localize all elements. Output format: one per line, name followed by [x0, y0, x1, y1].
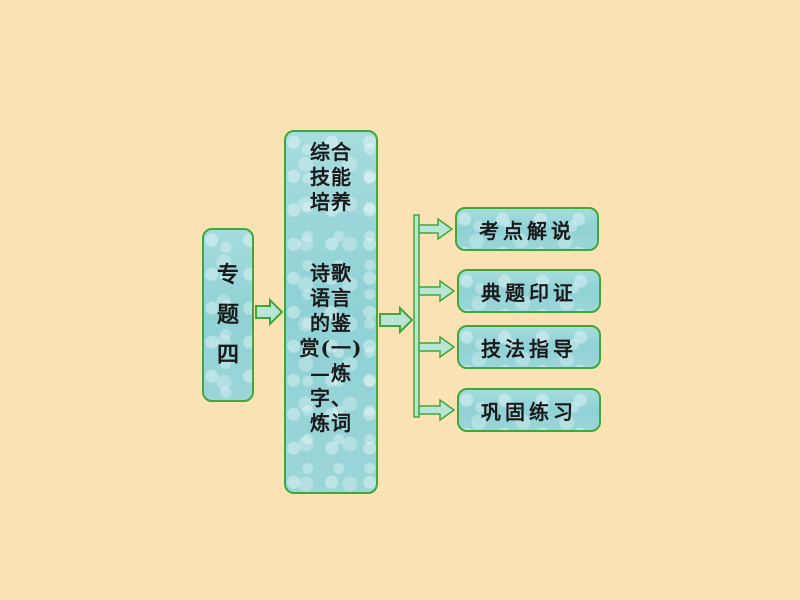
topic-char: 四	[216, 342, 239, 368]
bracket-line	[413, 214, 420, 418]
arrow-right-icon	[418, 335, 456, 359]
section-label: 典题印证	[481, 280, 577, 305]
spacer	[286, 215, 376, 261]
section-kaodian-button[interactable]: 考点解说	[455, 207, 599, 251]
arrow-right-icon	[255, 297, 284, 327]
center-line: 诗歌	[310, 261, 352, 285]
center-line: 赏(一)	[299, 336, 363, 360]
section-dianti-button[interactable]: 典题印证	[457, 269, 601, 313]
arrow-right-icon	[418, 279, 456, 303]
center-line: 语言	[310, 286, 352, 310]
arrow-right-icon	[418, 398, 456, 422]
center-line: 综合	[310, 140, 352, 164]
arrow-right-icon	[418, 217, 454, 241]
section-label: 巩固练习	[481, 399, 577, 424]
section-jifa-button[interactable]: 技法指导	[457, 325, 601, 369]
section-label: 技法指导	[481, 336, 577, 361]
center-line: 炼词	[310, 411, 352, 435]
topic-char: 专	[216, 262, 239, 288]
topic-box[interactable]: 专 题 四	[202, 228, 254, 402]
center-box[interactable]: 综合 技能 培养 诗歌 语言 的鉴 赏(一) —炼 字、 炼词	[284, 130, 378, 494]
arrow-right-icon	[379, 305, 414, 335]
section-gonggu-button[interactable]: 巩固练习	[457, 388, 601, 432]
section-label: 考点解说	[479, 218, 575, 243]
center-line: —炼	[310, 361, 352, 385]
center-line: 的鉴	[310, 311, 352, 335]
topic-char: 题	[216, 302, 239, 328]
center-line: 字、	[310, 386, 352, 410]
center-line: 培养	[310, 190, 352, 214]
center-line: 技能	[310, 165, 352, 189]
